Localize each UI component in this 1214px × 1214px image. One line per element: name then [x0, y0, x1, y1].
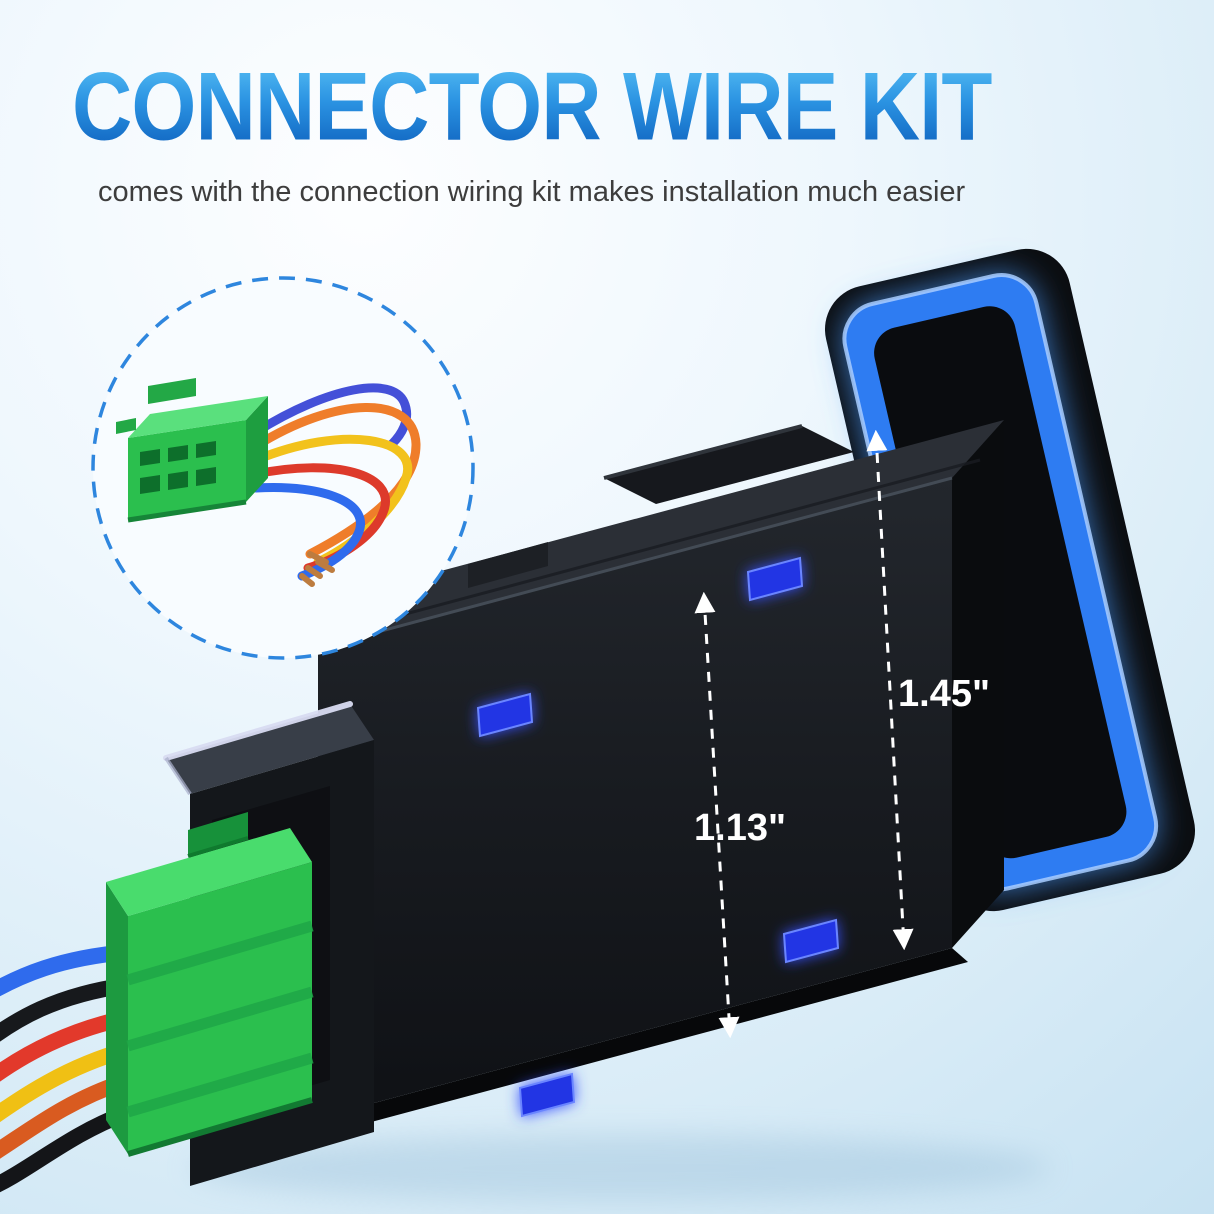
- copper-tip: [315, 559, 335, 573]
- inset-wire: [251, 383, 412, 449]
- front-top-edge-highlight: [317, 476, 953, 650]
- connector-slot: [196, 467, 216, 486]
- dimension-annotations: 1.45" 1.13": [694, 429, 990, 1039]
- inset-connector-latch-arm: [116, 418, 136, 434]
- wire-connector: [106, 812, 314, 1157]
- connector-detail-inset: [91, 276, 475, 660]
- inset-wire: [251, 403, 421, 559]
- led-window: [518, 1072, 576, 1118]
- product-shadow: [190, 1134, 1050, 1202]
- connector-left-face: [106, 882, 128, 1154]
- switch-bottom-sliver: [318, 948, 968, 1132]
- copper-tip: [307, 551, 329, 565]
- connector-top-face: [106, 828, 312, 916]
- switch-body: [317, 420, 1004, 1132]
- connector-bottom-edge: [127, 1097, 313, 1157]
- harness-wire: [0, 977, 136, 1042]
- mounting-tab: [604, 426, 854, 504]
- housing-top-highlight: [163, 701, 353, 761]
- inset-copper-tips: [299, 551, 335, 587]
- connector-rib: [126, 920, 314, 986]
- wire-harness: [0, 944, 136, 1193]
- harness-wire: [0, 1010, 134, 1082]
- inset-connector-bottom-edge: [127, 499, 247, 523]
- inset-connector-top: [128, 396, 268, 438]
- header: CONNECTOR WIRE KIT comes with the connec…: [72, 51, 1040, 209]
- dimension-label-height: 1.45": [898, 673, 990, 715]
- page-title: CONNECTOR WIRE KIT: [72, 51, 992, 161]
- switch-side-face: [952, 420, 1004, 948]
- connector-slot: [140, 475, 160, 494]
- inset-connector-slots: [140, 441, 216, 494]
- connector-latch-edge: [187, 836, 249, 858]
- copper-tip: [299, 573, 315, 587]
- led-window: [782, 918, 840, 964]
- connector-rib: [126, 986, 314, 1052]
- harness-wire: [0, 944, 136, 997]
- inset-connector-side: [246, 396, 268, 502]
- harness-wire: [0, 1042, 134, 1123]
- connector-slot: [168, 445, 188, 462]
- harness-wire: [0, 1074, 132, 1159]
- top-step-tab: [468, 542, 548, 588]
- copper-tip: [305, 565, 323, 579]
- led-window: [746, 556, 804, 602]
- connector-slot: [196, 441, 216, 458]
- led-windows: [476, 556, 840, 1118]
- housing-top-face: [166, 704, 374, 794]
- mounting-tab-highlight: [603, 424, 803, 480]
- page-subtitle: comes with the connection wiring kit mak…: [98, 176, 966, 208]
- connector-slot: [140, 449, 160, 466]
- dimension-label-width: 1.13": [694, 807, 786, 849]
- led-window: [476, 692, 534, 738]
- inset-connector-latch: [148, 378, 196, 404]
- connector-slot: [168, 471, 188, 490]
- dimension-line-height: [866, 429, 914, 951]
- connector-latch: [188, 812, 248, 856]
- housing-corner-highlight: [164, 756, 192, 796]
- inset-connector-front: [128, 420, 246, 520]
- inset-connector: [116, 378, 268, 523]
- dimension-line-width: [694, 591, 740, 1039]
- connector-rib: [126, 1052, 314, 1118]
- inset-wires: [251, 383, 421, 581]
- harness-wire: [0, 1106, 132, 1193]
